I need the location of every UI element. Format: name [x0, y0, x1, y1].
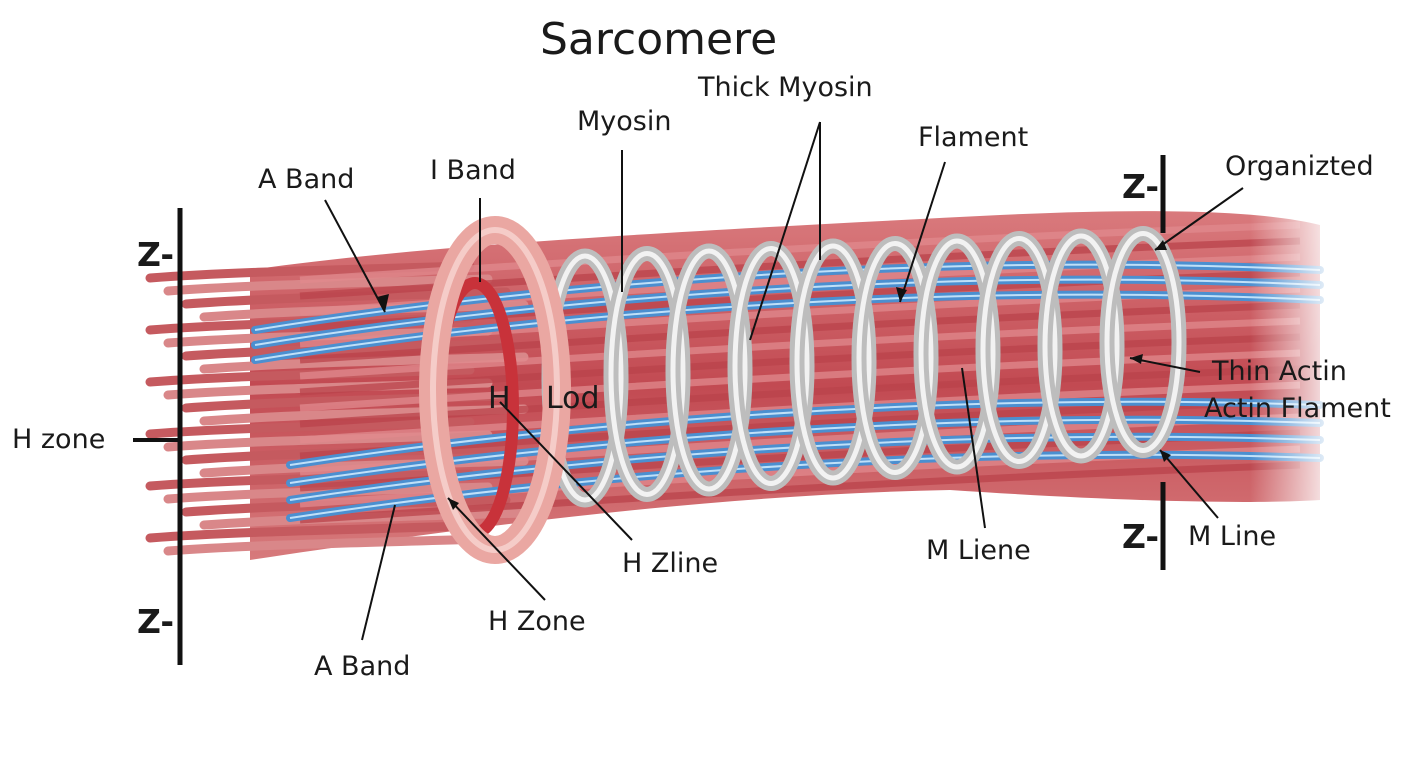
- label-organizted: Organizted: [1225, 151, 1374, 182]
- label-thin-actin: Thin Actin: [1212, 356, 1347, 387]
- label-h-inside: H: [488, 381, 511, 416]
- frayed-fiber: [163, 534, 493, 556]
- label-thick-myosin: Thick Myosin: [698, 72, 873, 103]
- z-mark-bottom-left: Z-: [137, 602, 175, 641]
- myosin-filament-highlight: [254, 293, 1321, 361]
- z-mark-top-left: Z-: [137, 235, 175, 274]
- label-a-band-top: A Band: [258, 164, 355, 195]
- label-i-band: I Band: [430, 155, 516, 186]
- gray-ring-highlight: [794, 243, 872, 481]
- leader-lines: [324, 121, 1244, 641]
- z-mark-top-right: Z-: [1122, 167, 1160, 206]
- gray-ring-highlight: [1042, 233, 1120, 459]
- arrowheads: [377, 240, 1171, 510]
- gray-ring-highlight: [980, 236, 1058, 464]
- label-h-zline: H Zline: [622, 548, 719, 579]
- filament-rings: [541, 226, 1187, 508]
- z-mark-mid-right: Z-: [1122, 517, 1160, 556]
- label-flament: Flament: [918, 122, 1029, 153]
- right-fade: [1250, 200, 1340, 520]
- pink-ring-highlight: [430, 227, 560, 553]
- muscle-fiber: [299, 461, 1301, 524]
- gray-ring-highlight: [1104, 231, 1182, 453]
- label-h-zone-bottom: H Zone: [488, 606, 586, 637]
- diagram-title: Sarcomere: [540, 14, 778, 65]
- label-actin-flament: Actin Flament: [1204, 393, 1391, 424]
- label-a-band-bottom: A Band: [314, 651, 411, 682]
- label-m-line: M Line: [1188, 521, 1277, 552]
- label-h-zone-left: H zone: [12, 424, 106, 455]
- label-m-liene: M Liene: [926, 535, 1031, 566]
- label-myosin: Myosin: [577, 106, 672, 137]
- gray-ring-highlight: [856, 241, 934, 475]
- gray-ring-highlight: [608, 251, 686, 497]
- myosin-filament-highlight: [254, 278, 1321, 346]
- label-lod: Lod: [546, 381, 600, 416]
- myosin-filament-highlight: [254, 263, 1321, 331]
- gray-ring-highlight: [918, 238, 996, 470]
- gray-ring-highlight: [670, 248, 748, 492]
- gray-ring-highlight: [732, 246, 810, 486]
- frayed-fiber: [199, 352, 529, 374]
